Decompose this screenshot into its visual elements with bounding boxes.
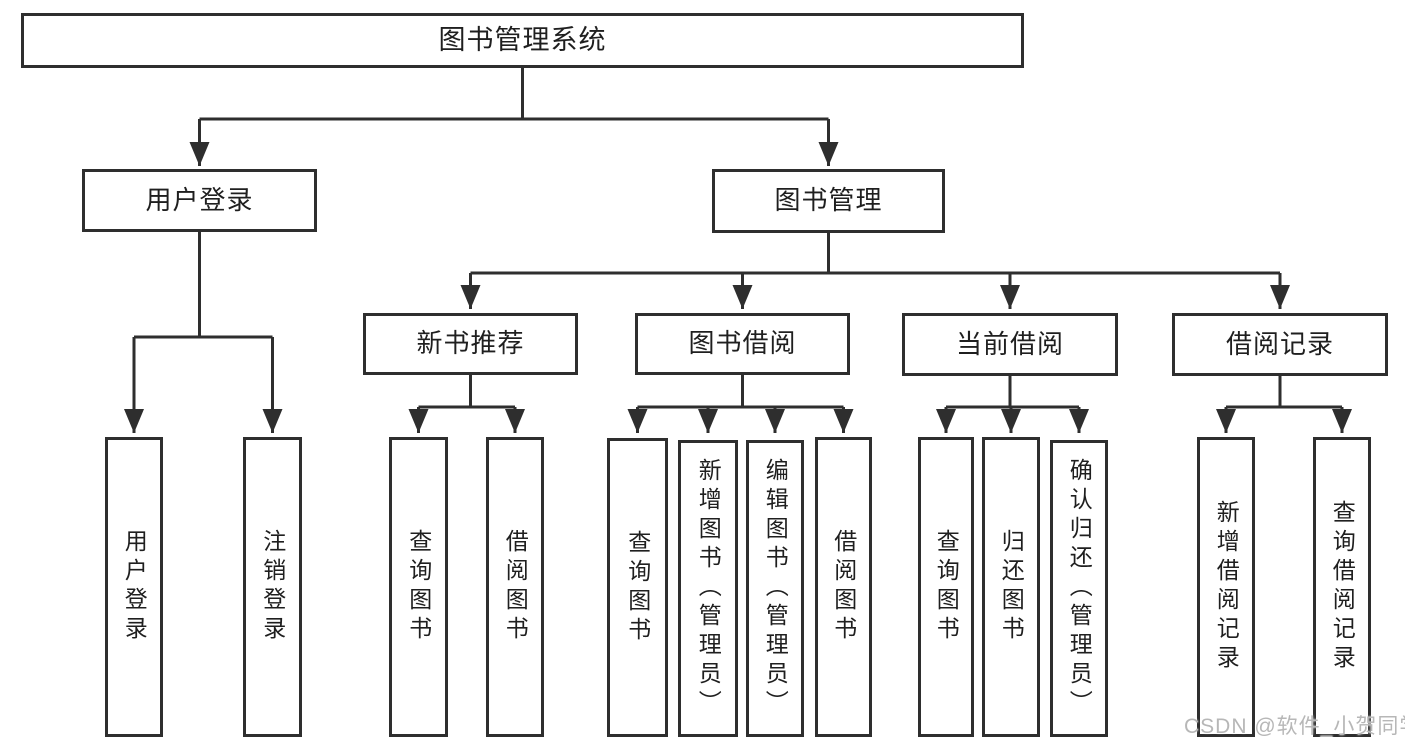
leaf-add-borrow-record: 新增借阅记录 (1197, 437, 1255, 737)
node-current-borrow: 当前借阅 (902, 313, 1118, 376)
node-book-management: 图书管理 (712, 169, 945, 233)
leaf-edit-book-admin: 编辑图书（管理员） (746, 440, 804, 737)
node-user-login: 用户登录 (82, 169, 317, 232)
node-root-library-system: 图书管理系统 (21, 13, 1024, 68)
node-new-book-recommend: 新书推荐 (363, 313, 578, 375)
node-borrow-record: 借阅记录 (1172, 313, 1388, 376)
leaf-query-book-borrow: 查询图书 (607, 438, 668, 737)
leaf-borrow-book-recommend: 借阅图书 (486, 437, 544, 737)
leaf-query-book-current: 查询图书 (918, 437, 974, 737)
leaf-add-book-admin: 新增图书（管理员） (678, 440, 738, 737)
csdn-watermark: CSDN @软件_小贺同学 (1184, 715, 1405, 738)
leaf-return-book: 归还图书 (982, 437, 1040, 737)
leaf-borrow-book: 借阅图书 (815, 437, 872, 737)
leaf-logout: 注销登录 (243, 437, 302, 737)
leaf-query-book-recommend: 查询图书 (389, 437, 448, 737)
node-book-borrow: 图书借阅 (635, 313, 850, 375)
leaf-query-borrow-record: 查询借阅记录 (1313, 437, 1371, 737)
leaf-confirm-return-admin: 确认归还（管理员） (1050, 440, 1108, 737)
leaf-user-login: 用户登录 (105, 437, 163, 737)
